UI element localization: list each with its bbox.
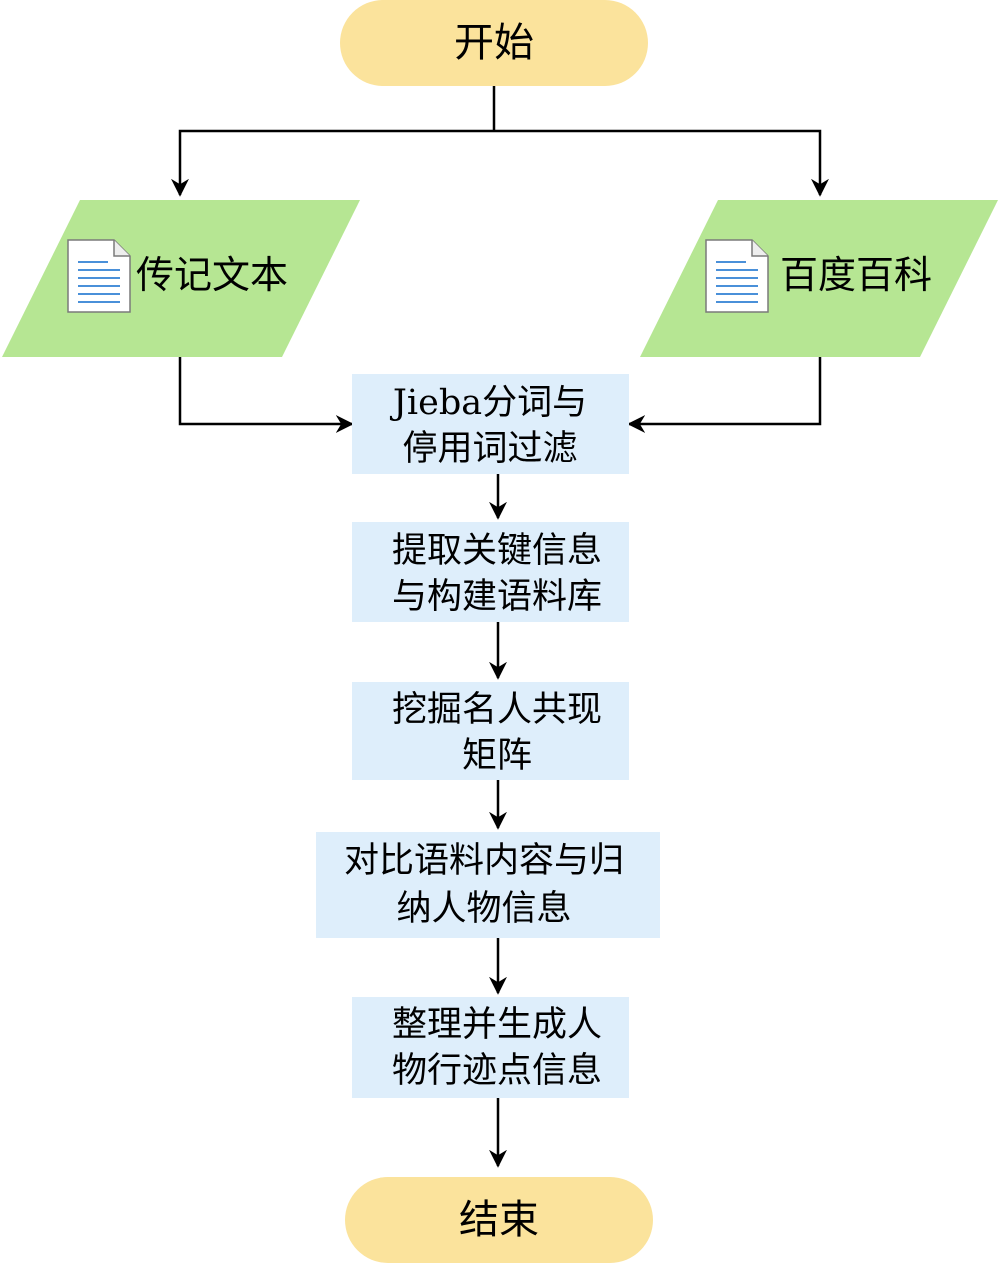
arrow-baike-to-jieba [627, 357, 822, 433]
step-2-line-1: 提取关键信息 [392, 531, 602, 571]
document-icon [67, 239, 131, 313]
input-node-baike: 百度百科 [640, 200, 998, 357]
arrow-start-to-baike [494, 129, 829, 197]
step-5-box [352, 997, 629, 1098]
biography-label: 传记文本 [136, 253, 288, 297]
end-node: 结束 [345, 1177, 653, 1263]
start-label: 开始 [454, 20, 534, 66]
arrow-biography-to-jieba [178, 357, 354, 433]
step-3-line-1: 挖掘名人共现 [392, 690, 602, 730]
step-3-box [352, 682, 629, 780]
baike-label: 百度百科 [780, 253, 932, 297]
document-icon [705, 239, 769, 313]
process-step-5: 整理并生成人 物行迹点信息 [352, 997, 629, 1098]
process-step-3: 挖掘名人共现 矩阵 [352, 682, 629, 780]
connectors [171, 86, 829, 1168]
step-1-line-2: 停用词过滤 [402, 429, 577, 469]
input-node-biography: 传记文本 [2, 200, 360, 357]
step-1-line-1: Jieba分词与 [390, 383, 587, 423]
step-2-box [352, 522, 629, 622]
end-label: 结束 [459, 1197, 539, 1243]
step-4-line-1: 对比语料内容与归 [344, 841, 624, 881]
step-4-line-2: 纳人物信息 [396, 889, 571, 929]
process-step-4: 对比语料内容与归 纳人物信息 [316, 832, 660, 938]
arrow-start-to-biography [171, 129, 494, 197]
step-1-box [352, 374, 629, 474]
step-3-line-2: 矩阵 [462, 736, 532, 776]
process-step-1: Jieba分词与 停用词过滤 [352, 374, 629, 474]
step-4-box [316, 832, 660, 938]
step-5-line-2: 物行迹点信息 [392, 1051, 602, 1091]
step-5-line-1: 整理并生成人 [392, 1005, 602, 1045]
start-terminal-shape [340, 0, 648, 86]
end-terminal-shape [345, 1177, 653, 1263]
start-node: 开始 [340, 0, 648, 86]
baike-parallelogram [640, 200, 998, 357]
step-2-line-2: 与构建语料库 [392, 577, 602, 617]
biography-parallelogram [2, 200, 360, 357]
process-step-2: 提取关键信息 与构建语料库 [352, 522, 629, 622]
